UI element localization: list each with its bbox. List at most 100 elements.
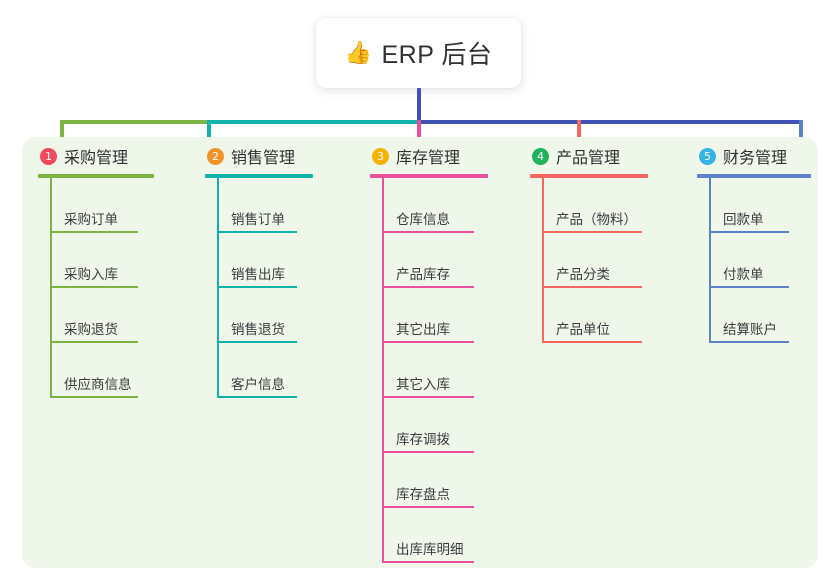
leaf-item-label: 销售退货 bbox=[231, 322, 285, 337]
leaf-item[interactable]: 产品库存 bbox=[370, 233, 488, 288]
leaf-item[interactable]: 产品分类 bbox=[530, 233, 648, 288]
leaf-item-rule bbox=[542, 341, 642, 343]
thumbs-up-icon: 👍 bbox=[344, 40, 373, 65]
column-2: 2 销售管理销售订单销售出库销售退货客户信息 bbox=[205, 143, 313, 398]
column-header-3[interactable]: 3 库存管理 bbox=[370, 143, 488, 169]
leaf-item[interactable]: 其它入库 bbox=[370, 343, 488, 398]
trunk-connector bbox=[417, 88, 421, 122]
leaf-item-label: 出库库明细 bbox=[396, 542, 464, 557]
leaf-item-label: 供应商信息 bbox=[64, 377, 132, 392]
leaf-item[interactable]: 结算账户 bbox=[697, 288, 811, 343]
branch-spine bbox=[542, 178, 544, 343]
leaf-item-rule bbox=[50, 231, 138, 233]
leaf-item-label: 库存调拨 bbox=[396, 432, 450, 447]
leaf-item[interactable]: 销售退货 bbox=[205, 288, 313, 343]
diagram-panel bbox=[22, 137, 818, 568]
stub-connector-3 bbox=[417, 120, 421, 148]
stub-connector-4 bbox=[577, 120, 581, 148]
leaf-item[interactable]: 销售出库 bbox=[205, 233, 313, 288]
leaf-item-rule bbox=[542, 286, 642, 288]
leaf-item-rule bbox=[382, 231, 474, 233]
root-title-text: ERP 后台 bbox=[381, 41, 493, 69]
leaf-item-label: 其它入库 bbox=[396, 377, 450, 392]
column-header-rule bbox=[370, 174, 488, 178]
column-5: 5 财务管理回款单付款单结算账户 bbox=[697, 143, 811, 343]
leaf-item[interactable]: 采购入库 bbox=[38, 233, 154, 288]
leaf-item-rule bbox=[50, 341, 138, 343]
column-header-1[interactable]: 1 采购管理 bbox=[38, 143, 154, 169]
bus-segment-3 bbox=[417, 120, 803, 124]
column-header-2[interactable]: 2 销售管理 bbox=[205, 143, 313, 169]
leaf-item-rule bbox=[382, 506, 474, 508]
column-header-4[interactable]: 4 产品管理 bbox=[530, 143, 648, 169]
leaf-item[interactable]: 产品单位 bbox=[530, 288, 648, 343]
leaf-item[interactable]: 采购退货 bbox=[38, 288, 154, 343]
column-title: 销售管理 bbox=[231, 150, 296, 167]
leaf-item-label: 产品（物料） bbox=[556, 212, 637, 227]
leaf-item[interactable]: 库存调拨 bbox=[370, 398, 488, 453]
column-title: 采购管理 bbox=[64, 150, 129, 167]
stub-connector-1 bbox=[60, 120, 64, 148]
leaf-item-rule bbox=[382, 286, 474, 288]
leaf-item[interactable]: 销售订单 bbox=[205, 178, 313, 233]
branch-spine bbox=[382, 178, 384, 563]
leaf-item-rule bbox=[217, 396, 297, 398]
column-1: 1 采购管理采购订单采购入库采购退货供应商信息 bbox=[38, 143, 154, 398]
column-title: 财务管理 bbox=[723, 150, 788, 167]
leaf-item-rule bbox=[382, 561, 474, 563]
leaf-item-label: 产品库存 bbox=[396, 267, 450, 282]
leaf-item-label: 仓库信息 bbox=[396, 212, 450, 227]
leaf-item-rule bbox=[50, 396, 138, 398]
stub-connector-2 bbox=[207, 120, 211, 148]
root-node-card[interactable]: 👍 ERP 后台 bbox=[316, 18, 521, 88]
column-branch: 产品（物料） 产品分类产品单位 bbox=[530, 178, 648, 343]
leaf-item-label: 库存盘点 bbox=[396, 487, 450, 502]
column-branch: 仓库信息产品库存其它出库其它入库库存调拨库存盘点出库库明细 bbox=[370, 178, 488, 563]
leaf-item-label: 销售订单 bbox=[231, 212, 285, 227]
branch-spine bbox=[217, 178, 219, 398]
root-node-label: 👍 ERP 后台 bbox=[345, 35, 493, 71]
leaf-item[interactable]: 仓库信息 bbox=[370, 178, 488, 233]
column-header-rule bbox=[697, 174, 811, 178]
column-title: 库存管理 bbox=[396, 150, 461, 167]
leaf-item-label: 采购退货 bbox=[64, 322, 118, 337]
leaf-item[interactable]: 供应商信息 bbox=[38, 343, 154, 398]
leaf-item[interactable]: 其它出库 bbox=[370, 288, 488, 343]
branch-spine bbox=[50, 178, 52, 398]
leaf-item[interactable]: 出库库明细 bbox=[370, 508, 488, 563]
column-title: 产品管理 bbox=[556, 150, 621, 167]
column-header-rule bbox=[530, 174, 648, 178]
leaf-item-label: 付款单 bbox=[723, 267, 764, 282]
leaf-item-label: 产品分类 bbox=[556, 267, 610, 282]
leaf-item-label: 采购订单 bbox=[64, 212, 118, 227]
bus-segment-2 bbox=[207, 120, 419, 124]
column-branch: 回款单付款单结算账户 bbox=[697, 178, 811, 343]
leaf-item[interactable]: 采购订单 bbox=[38, 178, 154, 233]
leaf-item[interactable]: 回款单 bbox=[697, 178, 811, 233]
leaf-item[interactable]: 客户信息 bbox=[205, 343, 313, 398]
leaf-item[interactable]: 付款单 bbox=[697, 233, 811, 288]
column-badge-icon: 5 bbox=[699, 147, 716, 165]
leaf-item-rule bbox=[382, 396, 474, 398]
leaf-item-rule bbox=[709, 341, 789, 343]
column-header-rule bbox=[205, 174, 313, 178]
leaf-item-rule bbox=[217, 286, 297, 288]
leaf-item-rule bbox=[709, 231, 789, 233]
leaf-item-label: 回款单 bbox=[723, 212, 764, 227]
leaf-item-label: 其它出库 bbox=[396, 322, 450, 337]
column-badge-icon: 4 bbox=[532, 147, 549, 165]
column-badge-icon: 2 bbox=[207, 147, 224, 165]
leaf-item-rule bbox=[217, 231, 297, 233]
leaf-item[interactable]: 库存盘点 bbox=[370, 453, 488, 508]
leaf-item[interactable]: 产品（物料） bbox=[530, 178, 648, 233]
leaf-item-label: 销售出库 bbox=[231, 267, 285, 282]
leaf-item-rule bbox=[382, 341, 474, 343]
column-badge-icon: 3 bbox=[372, 147, 389, 165]
column-header-5[interactable]: 5 财务管理 bbox=[697, 143, 811, 169]
leaf-item-rule bbox=[382, 451, 474, 453]
leaf-item-rule bbox=[709, 286, 789, 288]
leaf-item-rule bbox=[217, 341, 297, 343]
leaf-item-rule bbox=[542, 231, 642, 233]
column-badge-icon: 1 bbox=[40, 147, 57, 165]
